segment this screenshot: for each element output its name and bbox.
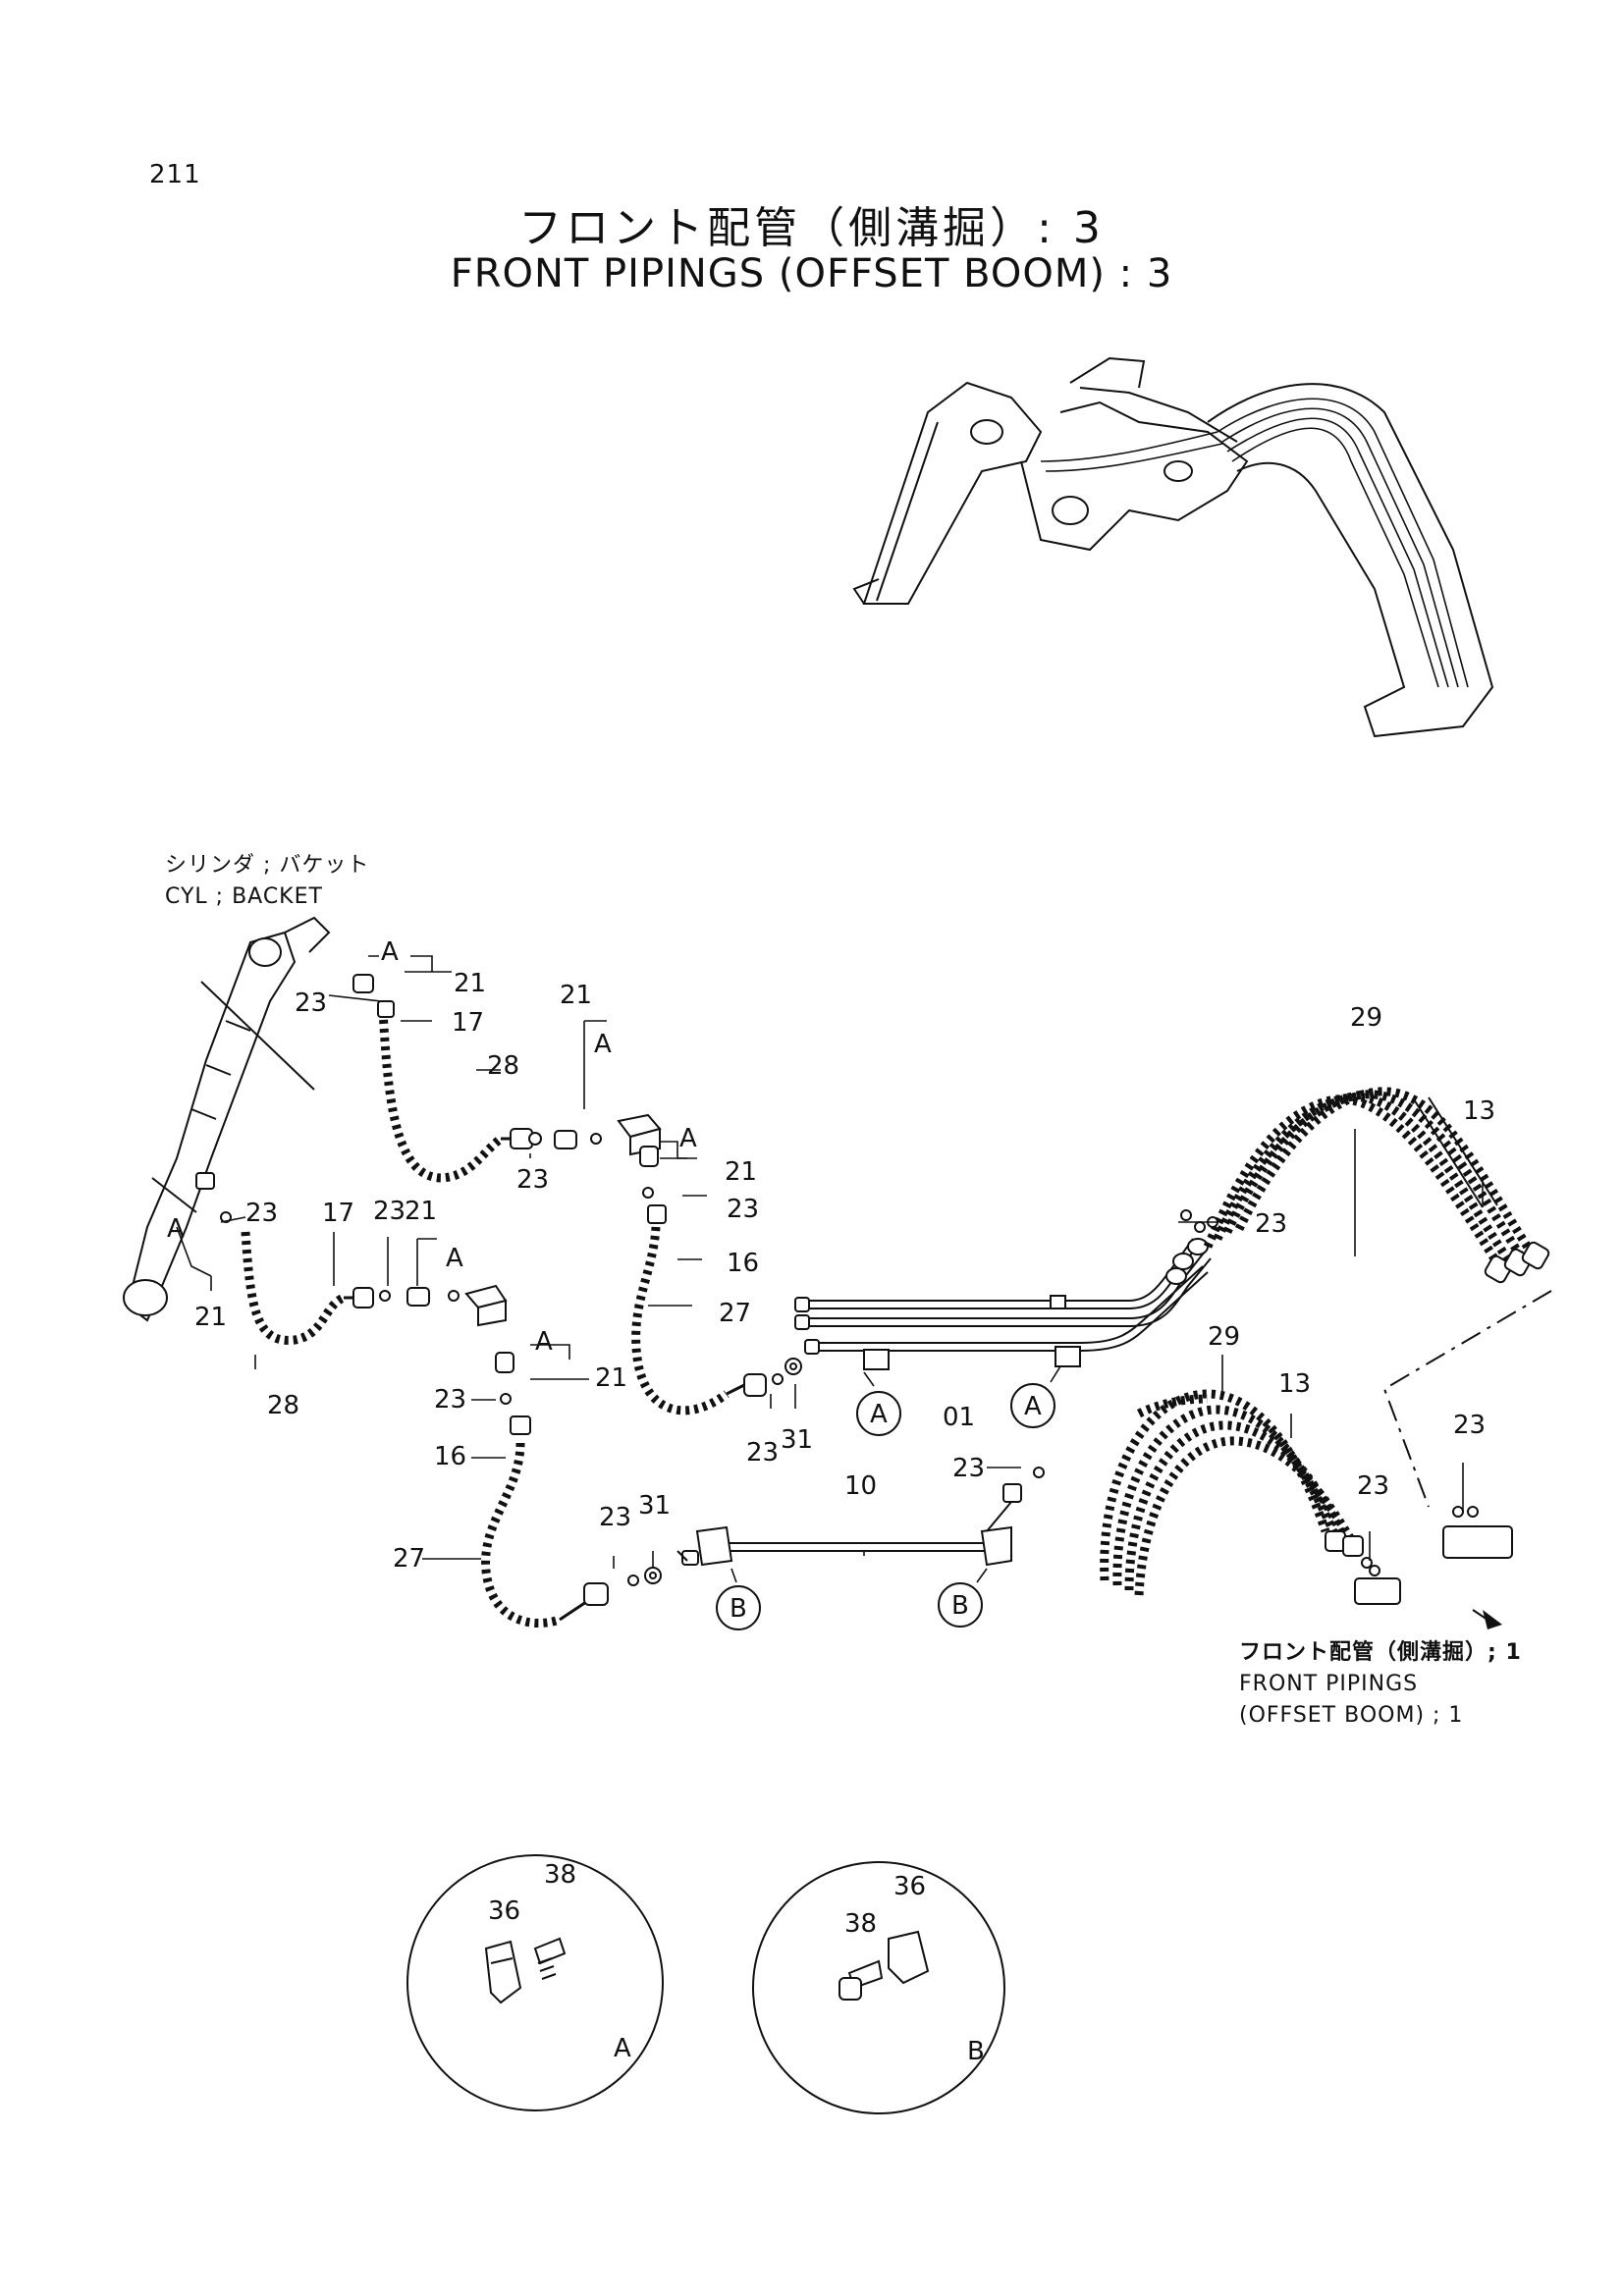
part-label-17: 17 (322, 1199, 354, 1228)
detail-b-letter: B (967, 2037, 985, 2066)
pipe-bundle-01 (794, 1238, 1212, 1370)
page-number: 211 (149, 160, 201, 189)
connection-dash-line (1382, 1290, 1552, 1508)
part-label-27: 27 (719, 1299, 751, 1328)
part-label-21: 21 (194, 1303, 227, 1332)
part-labels: 21 A 23 17 28 21 A 23 A 21 23 16 27 23 1… (167, 937, 1495, 1574)
hose-bundle-lower-right (1100, 1389, 1513, 1629)
part-label-13: 13 (1278, 1369, 1311, 1399)
part-label-a: A (679, 1124, 697, 1153)
marker-a-label: A (1024, 1392, 1042, 1421)
page-title-japanese: フロント配管（側溝掘）: 3 (518, 203, 1105, 253)
part-label-01: 01 (943, 1403, 975, 1432)
part-label-23: 23 (952, 1454, 985, 1483)
part-label-28: 28 (267, 1391, 299, 1420)
detail-markers: A A B B (716, 1383, 1055, 1630)
part-label-a: A (594, 1030, 612, 1059)
boom-overview-illustration (852, 356, 1494, 738)
hose-assembly-center (631, 1146, 802, 1415)
part-label-23: 23 (599, 1503, 631, 1532)
part-label-29: 29 (1208, 1322, 1240, 1352)
part-label-23: 23 (727, 1195, 759, 1224)
part-label-a: A (446, 1244, 463, 1273)
reference-note-japanese: フロント配管（側溝掘）; 1 (1239, 1639, 1522, 1665)
part-label-28: 28 (487, 1051, 519, 1081)
marker-a-label: A (870, 1400, 888, 1429)
detail-view-a: 36 38 A (406, 1854, 664, 2111)
leader-lines (176, 955, 1484, 1583)
marker-b-label: B (951, 1591, 969, 1621)
part-label-23: 23 (1357, 1471, 1389, 1501)
part-label-17: 17 (452, 1008, 484, 1038)
part-label-23: 23 (1255, 1209, 1287, 1239)
cylinder-note-japanese: シリンダ ; バケット (165, 853, 369, 878)
part-label-23: 23 (245, 1199, 278, 1228)
pipe-10 (676, 1467, 1045, 1567)
part-label-21: 21 (725, 1157, 757, 1187)
part-label-21: 21 (454, 969, 486, 998)
part-label-27: 27 (393, 1544, 425, 1574)
hose-assembly-middle-left (195, 1172, 508, 1345)
part-label-23: 23 (516, 1165, 549, 1195)
part-label-23: 23 (295, 988, 327, 1018)
part-label-31: 31 (638, 1491, 671, 1521)
part-label-16: 16 (727, 1249, 759, 1278)
reference-note-english-1: FRONT PIPINGS (1239, 1672, 1418, 1696)
detail-b-label-38: 38 (844, 1909, 877, 1939)
part-label-23: 23 (746, 1438, 779, 1468)
part-label-23: 23 (434, 1385, 466, 1415)
reference-note-english-2: (OFFSET BOOM) ; 1 (1239, 1703, 1463, 1728)
part-label-31: 31 (781, 1425, 813, 1455)
part-label-10: 10 (844, 1471, 877, 1501)
page-title-english: FRONT PIPINGS (OFFSET BOOM) : 3 (450, 251, 1173, 296)
part-label-13: 13 (1463, 1096, 1495, 1126)
detail-a-label-38: 38 (544, 1860, 576, 1890)
part-label-21: 21 (405, 1197, 437, 1226)
detail-a-label-36: 36 (488, 1896, 520, 1926)
detail-a-letter: A (614, 2034, 631, 2063)
hose-assembly-lower (481, 1352, 662, 1628)
part-label-29: 29 (1350, 1003, 1382, 1033)
hose-assembly-upper (352, 974, 662, 1183)
part-label-16: 16 (434, 1442, 466, 1471)
part-label-21: 21 (595, 1363, 627, 1393)
cylinder-note-english: CYL ; BACKET (165, 884, 323, 909)
part-label-a: A (381, 937, 399, 967)
part-label-a: A (167, 1214, 185, 1244)
bucket-cylinder-illustration (123, 916, 331, 1322)
part-label-23: 23 (373, 1197, 406, 1226)
marker-b-label: B (730, 1594, 747, 1624)
part-label-23: 23 (1453, 1411, 1486, 1440)
detail-b-label-36: 36 (893, 1872, 926, 1901)
part-label-21: 21 (560, 981, 592, 1010)
part-label-a: A (535, 1327, 553, 1357)
detail-view-b: 36 38 B (752, 1861, 1005, 2114)
